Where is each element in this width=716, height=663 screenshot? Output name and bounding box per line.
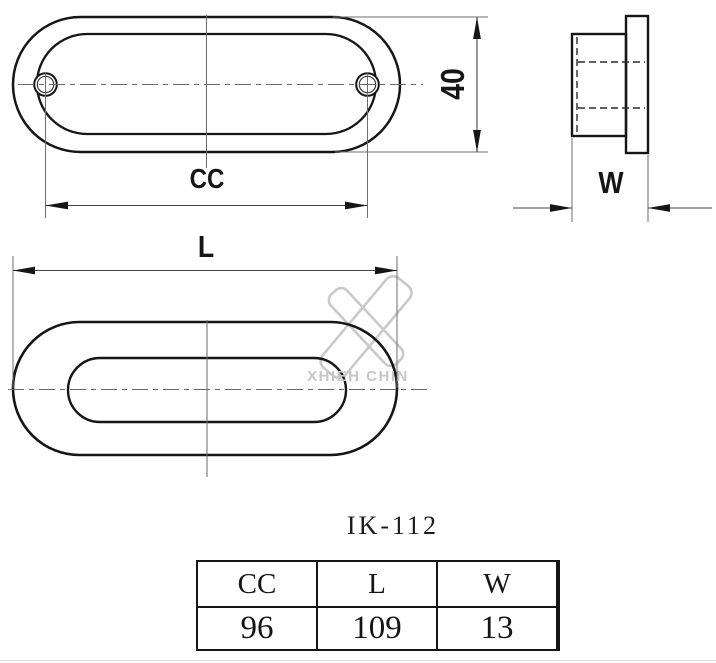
dim-length-label: L bbox=[197, 228, 215, 264]
spec-table-value-row: 96 109 13 bbox=[196, 606, 560, 651]
spec-header-w: W bbox=[436, 560, 560, 608]
dim-cc-label: CC bbox=[189, 163, 225, 194]
spec-value-l: 109 bbox=[316, 606, 438, 651]
page-bottom-edge bbox=[0, 660, 716, 661]
back-view-outline bbox=[11, 320, 399, 457]
dim-height-40-label: 40 bbox=[433, 68, 471, 100]
extension-lines bbox=[12, 16, 649, 388]
dimension-lines bbox=[13, 17, 712, 272]
model-number: IK-112 bbox=[346, 511, 440, 540]
dim-width-label: W bbox=[598, 164, 624, 200]
spec-table: CC L W 96 109 13 bbox=[196, 560, 560, 651]
spec-value-w: 13 bbox=[436, 606, 560, 651]
centerlines bbox=[8, 15, 427, 477]
spec-table-container: CC L W 96 109 13 bbox=[196, 560, 560, 651]
spec-header-l: L bbox=[316, 560, 438, 608]
dimension-arrowheads bbox=[13, 17, 670, 275]
spec-table-header-row: CC L W bbox=[196, 560, 560, 608]
watermark-text: XHIEH CHIN bbox=[307, 368, 409, 385]
spec-header-cc: CC bbox=[196, 560, 318, 608]
watermark-x-logo bbox=[319, 274, 413, 380]
side-view-hidden-lines bbox=[576, 37, 645, 133]
spec-value-cc: 96 bbox=[196, 606, 318, 651]
side-view-outline bbox=[570, 14, 650, 155]
